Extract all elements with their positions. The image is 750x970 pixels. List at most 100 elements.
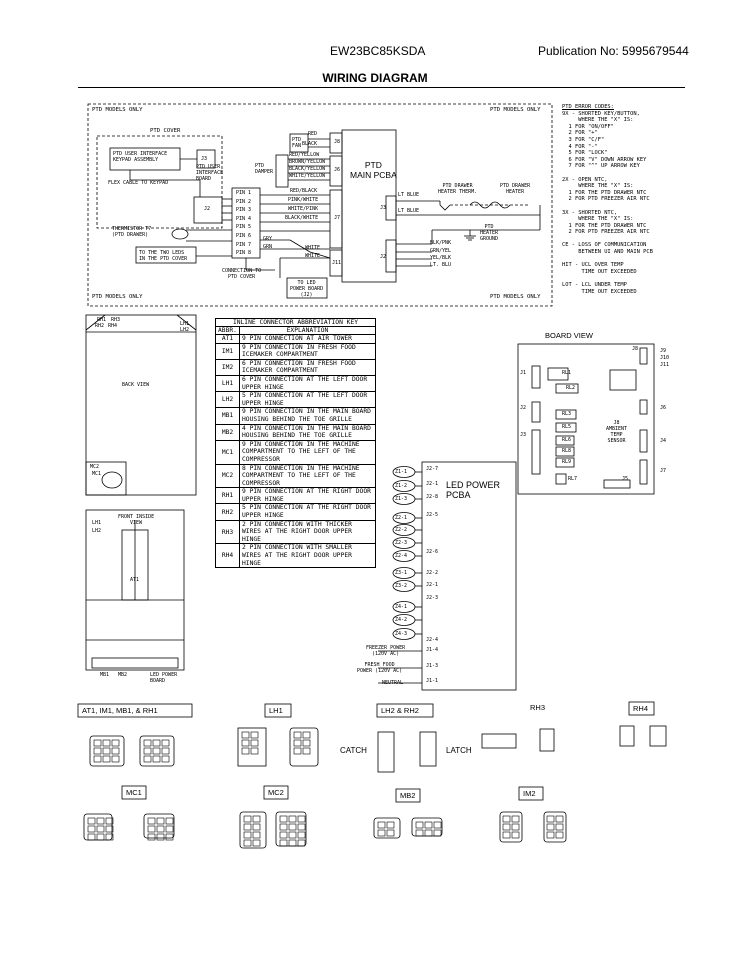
- connector-pin-cell: [241, 731, 250, 739]
- zone-label: Z3-1: [395, 570, 408, 576]
- fresh-food-power-label: FRESH FOOD POWER (120V AC): [357, 662, 403, 674]
- lt-blue-label-1: LT BLUE: [398, 192, 420, 198]
- connector-pin-cell: [377, 821, 386, 829]
- connector-pin-cell: [252, 815, 261, 823]
- back-tag-lh2: LH2: [180, 327, 190, 333]
- led-power-board-tag: LED POWER BOARD: [150, 672, 178, 684]
- ptd-damper-box: [275, 154, 289, 188]
- conn-title-mc2: MC2: [268, 788, 284, 797]
- pcba-pin-label: J2-3: [426, 595, 439, 601]
- wire-black-white: BLACK/WHITE: [285, 215, 319, 221]
- connector-pin-cell: [546, 823, 555, 831]
- connector-pin-cell: [147, 817, 156, 825]
- wire-red-black: RED/BLACK: [290, 188, 318, 194]
- j2-wire-0: BLK/PNK: [430, 240, 452, 246]
- wire-white-1: WHITE: [305, 245, 321, 251]
- board-label: J2: [520, 405, 527, 411]
- drawer-therm-label: PTD DRAWER HEATER THERM.: [438, 183, 478, 195]
- pcba-pin-label: J1-3: [426, 663, 439, 669]
- connector-pin-cell: [297, 831, 306, 839]
- front-tag-at1: AT1: [130, 577, 140, 583]
- connector-pin-cell: [152, 747, 161, 755]
- conn-j7: [329, 189, 343, 249]
- j2-ui-label: J2: [204, 206, 211, 212]
- wire-black-yellow: BLACK/YELLOW: [289, 166, 326, 172]
- wire-white-pink: WHITE/PINK: [288, 206, 319, 212]
- connector-pin-cell: [302, 747, 311, 755]
- freezer-power-label: FREEZER POWER (120V AC): [366, 645, 406, 657]
- connector-pin-cell: [152, 755, 161, 763]
- wire-pink-white: PINK/WHITE: [288, 197, 319, 203]
- front-tag-lh2: LH2: [92, 528, 102, 534]
- connector-pin-cell: [143, 755, 152, 763]
- connector-pin-cell: [93, 747, 102, 755]
- front-view-outline: [85, 509, 185, 671]
- connector-pin-cell: [156, 817, 165, 825]
- title-rule: [78, 87, 685, 88]
- conn-j2: [385, 239, 397, 273]
- publication-number: Publication No: 5995679544: [538, 44, 689, 58]
- board-label: J9: [660, 348, 667, 354]
- key-explanation: 9 PIN CONNECTION IN THE MACHINE COMPARTM…: [239, 439, 376, 465]
- drawer-heater-label: PTD DRAWER HEATER: [500, 183, 531, 195]
- led-power-pcba: [421, 461, 517, 691]
- ptd-pin-label: PIN 5: [236, 224, 252, 231]
- connector-pin-cell: [105, 825, 114, 833]
- ptd-pin-label: PIN 2: [236, 198, 252, 205]
- conn-j2-label: J2: [380, 254, 387, 260]
- conn-j8-label: J8: [334, 139, 341, 145]
- zone-label: Z4-2: [395, 617, 408, 623]
- wire-red: RED: [308, 131, 318, 137]
- conn-title-at1: AT1, IM1, MB1, & RH1: [82, 706, 158, 715]
- heater-ground-label: PTD HEATER GROUND: [480, 224, 499, 242]
- connector-pin-cell: [297, 823, 306, 831]
- connector-pin-cell: [143, 747, 152, 755]
- board-label: J8: [632, 346, 639, 352]
- wire-grn: GRN: [263, 244, 273, 250]
- board-label: J3: [520, 432, 527, 438]
- pcba-pin-label: J2-8: [426, 494, 439, 500]
- wire-white-yellow: WHITE/YELLOW: [289, 173, 326, 179]
- conn-j3: [385, 195, 397, 221]
- connector-pin-cell: [161, 747, 170, 755]
- error-codes-text: 9X - SHORTED KEY/BUTTON, WHERE THE "X" I…: [562, 110, 653, 295]
- connector-pin-cell: [161, 739, 170, 747]
- board-label: RL3: [562, 411, 572, 417]
- connector-pin-cell: [252, 839, 261, 847]
- connector-pin-cell: [386, 821, 395, 829]
- connector-pin-cell: [546, 831, 555, 839]
- back-view-label: BACK VIEW: [122, 382, 150, 388]
- zone-label: Z1-2: [395, 483, 408, 489]
- key-explanation: 4 PIN CONNECTION IN THE MAIN BOARD HOUSI…: [239, 423, 376, 441]
- connector-pin-cell: [165, 833, 174, 841]
- key-explanation: 6 PIN CONNECTION IN FRESH FOOD ICEMAKER …: [239, 358, 376, 376]
- front-tag-mb1: MB1: [100, 672, 110, 678]
- connector-pin-cell: [165, 817, 174, 825]
- connector-pin-cell: [511, 831, 520, 839]
- wire-white-2: WHITE: [305, 253, 321, 259]
- board-view-title: BOARD VIEW: [545, 331, 593, 340]
- connector-pin-cell: [433, 821, 442, 829]
- front-tag-lh1: LH1: [92, 520, 102, 526]
- ptd-models-label-tl: PTD MODELS ONLY: [92, 107, 143, 113]
- ptd-pin-label: PIN 4: [236, 215, 252, 222]
- connector-pin-cell: [87, 825, 96, 833]
- thermistor-symbol: [171, 228, 189, 240]
- ptd-main-pcba: [341, 129, 397, 283]
- board-label: J10: [660, 355, 670, 361]
- ptd-frame: [87, 103, 553, 307]
- conn-title-mc1: MC1: [126, 788, 142, 797]
- board-label: J6: [660, 405, 667, 411]
- connector-pin-cell: [102, 739, 111, 747]
- connector-pin-cell: [102, 747, 111, 755]
- connector-pin-cell: [243, 839, 252, 847]
- connector-pin-cell: [147, 825, 156, 833]
- ptd-cover-frame: [96, 135, 223, 229]
- connector-pin-cell: [93, 739, 102, 747]
- connector-pin-cell: [102, 755, 111, 763]
- connector-pin-cell: [293, 747, 302, 755]
